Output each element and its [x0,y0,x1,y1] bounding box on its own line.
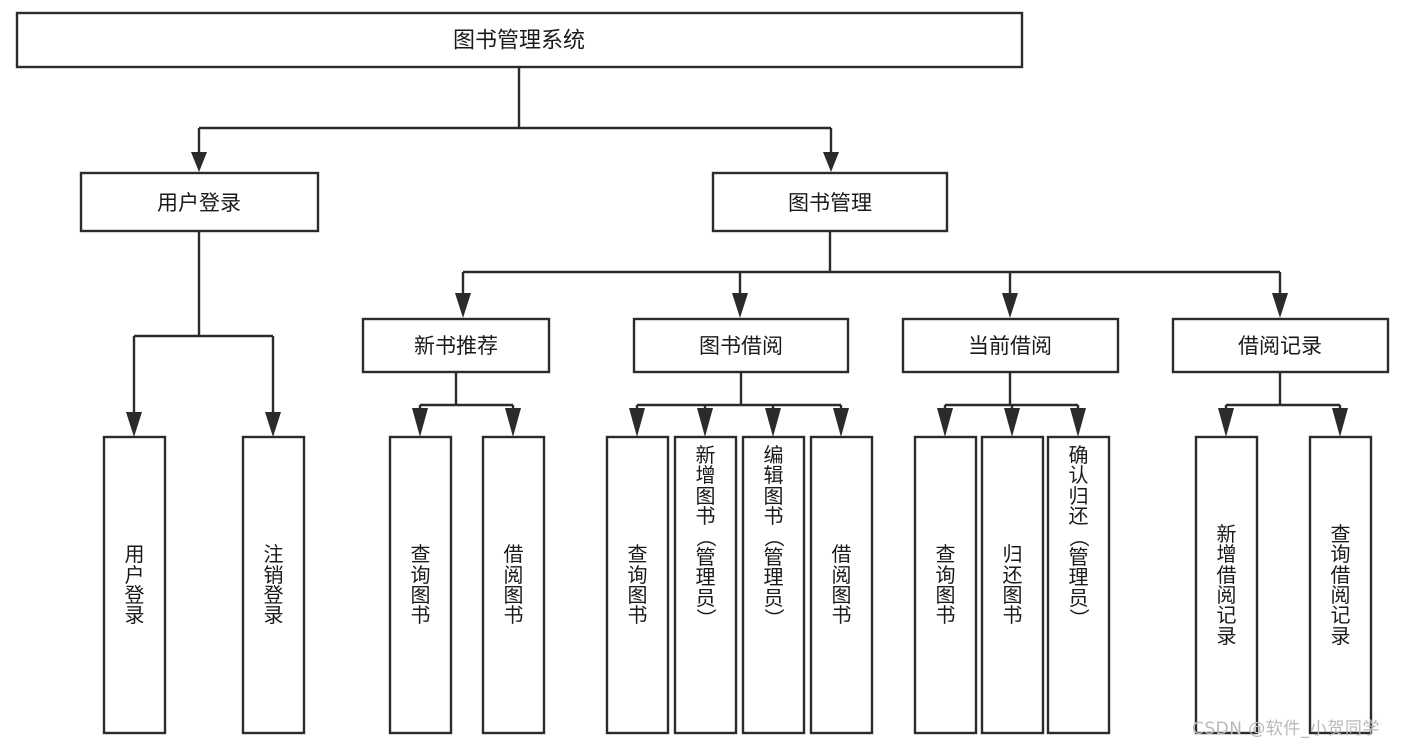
node-new-book-recommend-label: 新书推荐 [414,334,498,358]
arrow-head-icon [455,293,471,318]
leaf-box-bb-borrow-book[interactable] [809,435,874,735]
node-book-borrow[interactable]: 图书借阅 [632,317,850,374]
watermark: CSDN @软件_小贺同学 [1192,719,1380,739]
arrow-head-icon [1004,408,1020,437]
leaf-box-cb-query-book[interactable] [913,435,978,735]
connector-root-to-level2 [191,67,839,172]
node-book-management-box[interactable] [711,171,949,233]
arrow-head-icon [1070,408,1086,437]
arrow-head-icon [1002,293,1018,318]
leaf-box-bb-query-book[interactable] [605,435,670,735]
leaf-box-nb-query-book[interactable] [388,435,453,735]
node-root-box[interactable] [15,11,1024,69]
node-new-book-recommend[interactable]: 新书推荐 [361,317,551,374]
node-borrow-record-box[interactable] [1171,317,1390,374]
arrow-head-icon [505,408,521,437]
node-current-borrow-box[interactable] [901,317,1120,374]
arrow-head-icon [833,408,849,437]
node-new-book-recommend-box[interactable] [361,317,551,374]
arrow-head-icon [126,412,142,437]
arrow-head-icon [1218,408,1234,437]
connector-user-login-to-leaves [126,231,281,437]
arrow-head-icon [765,408,781,437]
node-book-management[interactable]: 图书管理 [711,171,949,233]
leaf-box-user-logout[interactable] [241,435,306,735]
node-current-borrow[interactable]: 当前借阅 [901,317,1120,374]
node-root-label: 图书管理系统 [453,29,585,54]
connector-book-borrow-to-leaves [629,372,849,437]
node-user-login[interactable]: 用户登录 [79,171,320,233]
connector-current-borrow-to-leaves [937,372,1086,437]
leaf-box-br-query-record[interactable] [1308,435,1373,735]
connector-borrow-record-to-leaves [1218,372,1348,437]
node-book-borrow-label: 图书借阅 [699,334,783,358]
leaf-box-bb-edit-book[interactable] [741,435,806,735]
arrow-head-icon [937,408,953,437]
node-book-management-label: 图书管理 [788,191,872,215]
leaf-box-cb-confirm-return[interactable] [1046,435,1111,735]
connector-book-management-to-level3 [455,231,1288,318]
arrow-head-icon [265,412,281,437]
leaf-box-br-add-record[interactable] [1194,435,1259,735]
arrow-head-icon [1332,408,1348,437]
arrow-head-icon [732,293,748,318]
leaf-box-cb-return-book[interactable] [980,435,1045,735]
leaf-box-nb-borrow-book[interactable] [481,435,546,735]
node-current-borrow-label: 当前借阅 [968,334,1052,358]
leaf-box-user-login[interactable] [102,435,167,735]
arrow-head-icon [191,152,207,172]
arrow-head-icon [823,152,839,172]
connector-new-book-recommend-to-leaves [412,372,521,437]
arrow-head-icon [697,408,713,437]
node-borrow-record[interactable]: 借阅记录 [1171,317,1390,374]
leaf-box-bb-add-book[interactable] [673,435,738,735]
arrow-head-icon [412,408,428,437]
arrow-head-icon [629,408,645,437]
node-book-borrow-box[interactable] [632,317,850,374]
node-borrow-record-label: 借阅记录 [1238,334,1322,358]
node-user-login-label: 用户登录 [157,191,241,215]
arrow-head-icon [1272,293,1288,318]
node-root[interactable]: 图书管理系统 [15,11,1024,69]
